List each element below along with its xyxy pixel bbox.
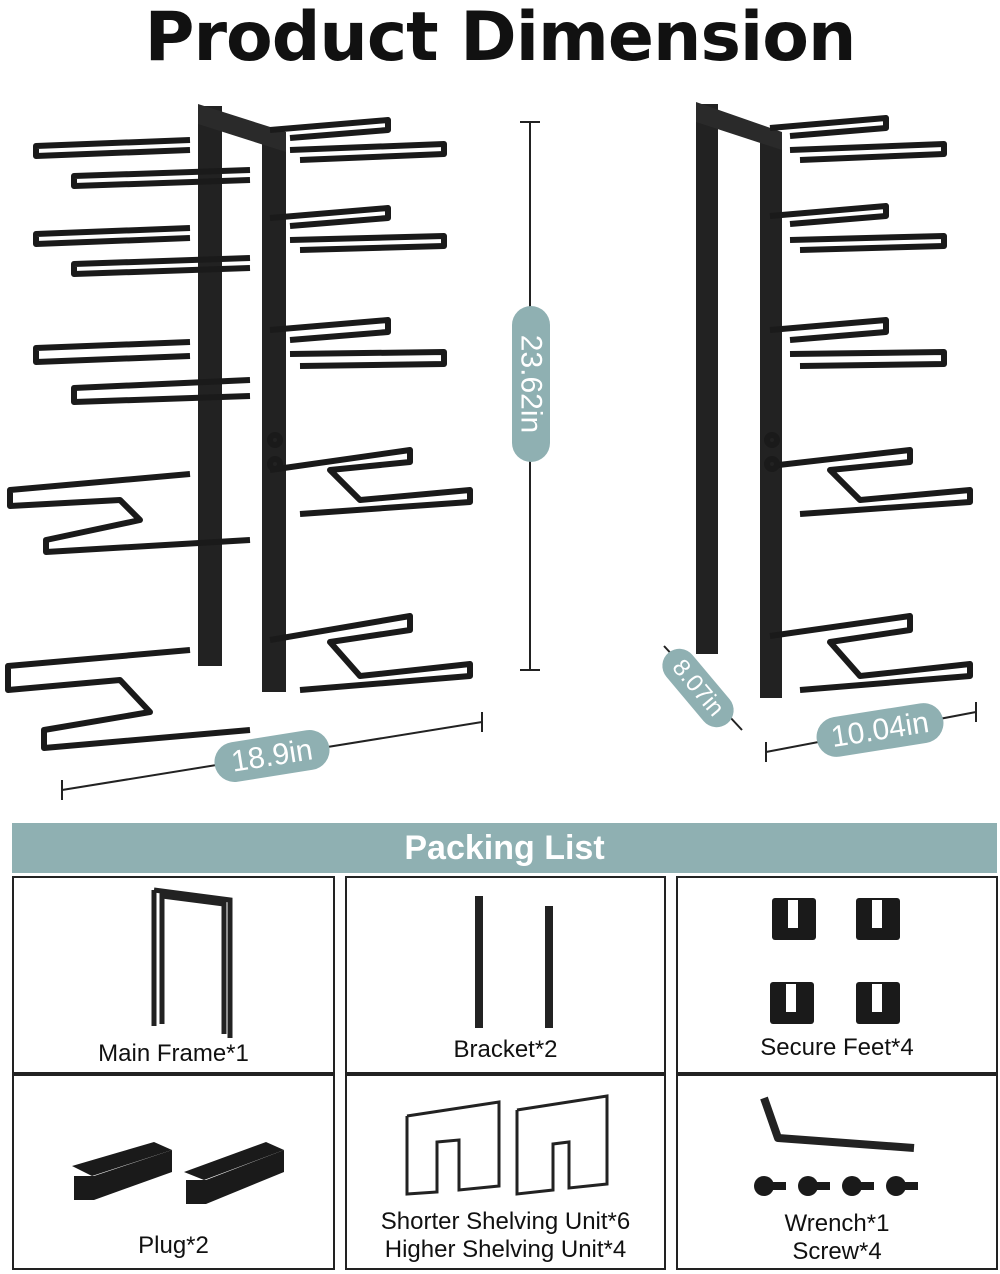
wrench-screw-icon: [754, 1096, 918, 1196]
packing-item-label: Plug*2: [138, 1232, 209, 1259]
packing-item-label-line2: Screw*4: [792, 1238, 882, 1265]
packing-item-label: Main Frame*1: [98, 1040, 249, 1067]
rack-side-view: [696, 102, 973, 698]
packing-item-label: Bracket*2: [453, 1036, 558, 1063]
height-dimension-badge: 23.62in: [512, 306, 550, 462]
plug-icon: [72, 1142, 284, 1204]
packing-item-label-line1: Shorter Shelving Unit*6: [380, 1208, 631, 1235]
height-dimension-label: 23.62in: [515, 335, 548, 433]
product-illustration: 23.62in 18.9in 8.07in 10.04in: [5, 102, 977, 800]
side-width-dimension-badge: 10.04in: [816, 703, 944, 757]
main-frame-icon: [151, 887, 233, 1038]
packing-item-secure-feet: Secure Feet*4: [676, 876, 998, 1074]
width-dimension-badge: 18.9in: [214, 730, 330, 782]
packing-item-label-line1: Wrench*1: [784, 1210, 890, 1237]
secure-feet-icon: [770, 898, 900, 1024]
packing-item-label: Secure Feet*4: [760, 1034, 914, 1061]
packing-item-shelving-unit: Shorter Shelving Unit*6 Higher Shelving …: [345, 1074, 666, 1270]
shelving-unit-icon: [405, 1094, 609, 1196]
packing-item-bracket: Bracket*2: [345, 876, 666, 1074]
rack-front-view: [5, 104, 473, 751]
depth-dimension-badge: 8.07in: [662, 648, 734, 728]
packing-list-header: Packing List: [12, 823, 997, 873]
page-title: Product Dimension: [144, 0, 857, 77]
width-dimension-label: 18.9in: [229, 733, 315, 778]
bracket-icon: [475, 896, 553, 1028]
packing-item-wrench-screw: Wrench*1 Screw*4: [676, 1074, 998, 1270]
packing-item-label-line2: Higher Shelving Unit*4: [384, 1236, 627, 1263]
packing-item-main-frame: Main Frame*1: [12, 876, 335, 1074]
packing-item-plug: Plug*2: [12, 1074, 335, 1270]
